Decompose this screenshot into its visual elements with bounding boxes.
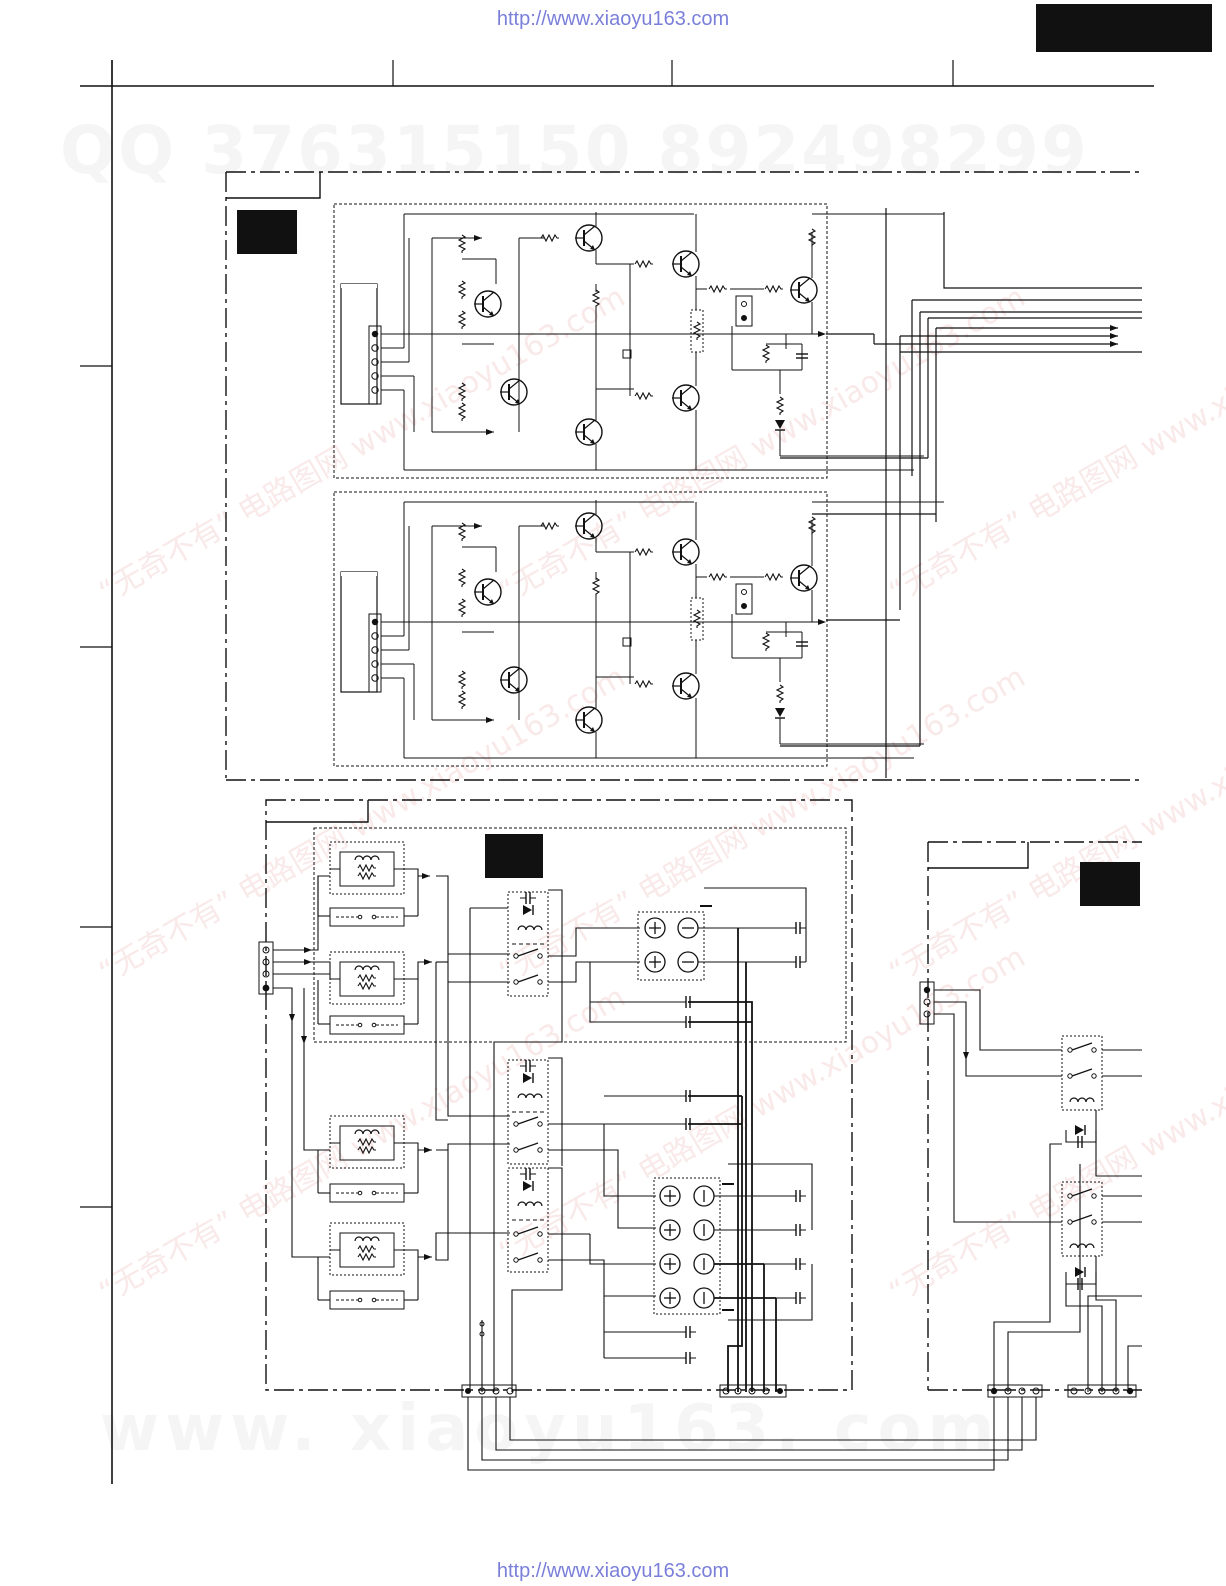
speaker-relay-section bbox=[265, 799, 853, 1391]
relay-block-1 bbox=[507, 891, 549, 997]
block-label-tab bbox=[485, 834, 543, 878]
amp-channel-upper bbox=[334, 204, 944, 478]
source-url-bottom[interactable]: http://www.xiaoyu163.com bbox=[496, 1560, 730, 1582]
speaker-terminal-surround bbox=[653, 1177, 721, 1315]
block-label-tab bbox=[1080, 862, 1140, 906]
relay-block-3 bbox=[507, 1167, 549, 1273]
source-url-top[interactable]: http://www.xiaoyu163.com bbox=[496, 8, 730, 30]
speaker-terminal-front bbox=[637, 911, 705, 981]
power-amp-section bbox=[225, 171, 1142, 781]
relay-block-2 bbox=[507, 1059, 549, 1165]
block-label-tab bbox=[237, 210, 297, 254]
sub-relay-section bbox=[927, 841, 1142, 1391]
amp-channel-lower bbox=[334, 492, 944, 766]
page-corner-tab bbox=[1036, 4, 1212, 52]
